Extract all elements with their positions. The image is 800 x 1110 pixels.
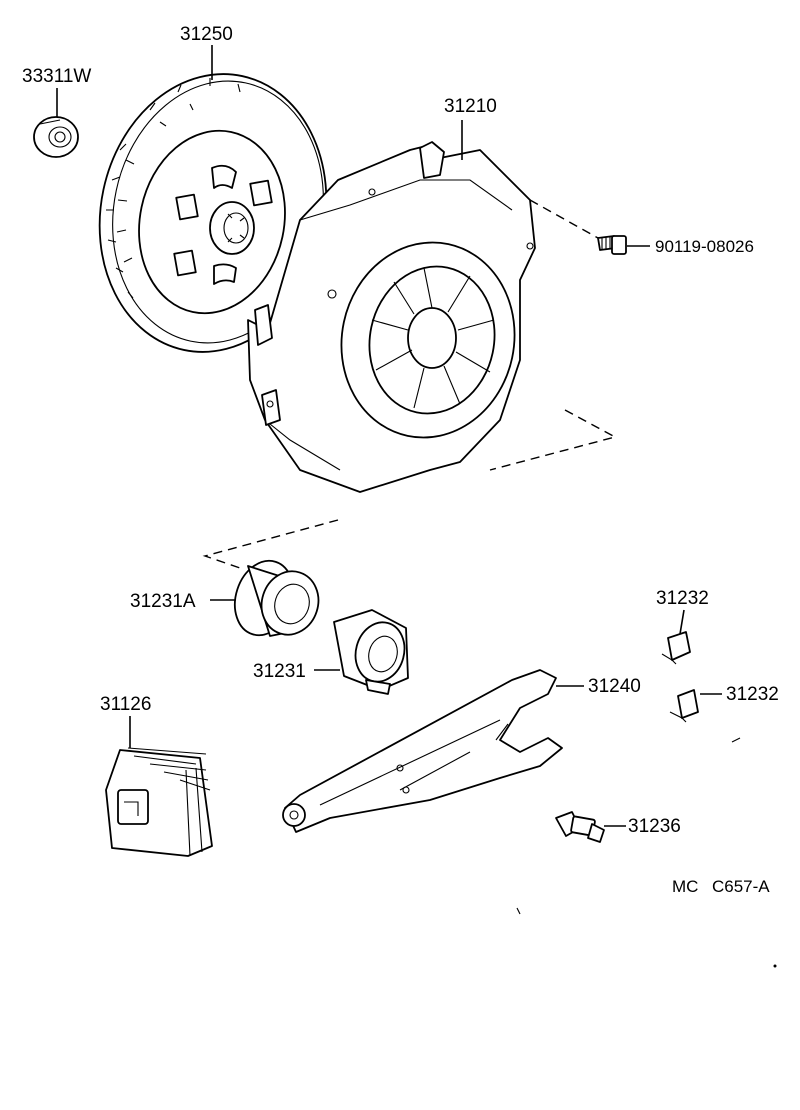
label-31231A: 31231A xyxy=(130,591,196,612)
diagram-code-left: MC xyxy=(672,877,698,896)
part-31232-clip-lower xyxy=(669,689,699,723)
part-31231-bearing-hub xyxy=(333,609,409,695)
label-31210: 31210 xyxy=(444,96,497,117)
dashed-line-bearing-to-cover xyxy=(202,519,339,569)
part-31210-clutch-cover xyxy=(247,141,536,493)
part-31232-clip-upper xyxy=(661,631,691,665)
label-31231: 31231 xyxy=(253,661,306,682)
part-31231A-release-bearing xyxy=(233,559,320,637)
speck xyxy=(773,964,777,968)
label-31126: 31126 xyxy=(100,694,151,715)
speck-line-2 xyxy=(731,737,741,743)
part-90119-08026-bolt xyxy=(597,235,627,255)
label-90119-08026: 90119-08026 xyxy=(655,237,754,256)
part-33311W-pilot-bearing xyxy=(33,116,79,158)
label-33311W: 33311W xyxy=(22,66,91,87)
label-31236: 31236 xyxy=(628,816,681,837)
part-31240-release-fork xyxy=(282,669,563,833)
part-31126-release-fork-boot xyxy=(105,747,213,857)
label-31250: 31250 xyxy=(180,24,233,45)
label-31240: 31240 xyxy=(588,676,641,697)
dashed-line-bolt-to-cover xyxy=(529,199,599,239)
part-31250-clutch-disc xyxy=(98,73,328,353)
diagram-code-right: C657-A xyxy=(712,877,770,896)
speck-line xyxy=(516,907,521,915)
dashed-line-cover-to-bearing xyxy=(489,409,617,471)
label-31232-upper: 31232 xyxy=(656,588,709,609)
leader-31232-upper xyxy=(679,609,685,635)
label-31232-lower: 31232 xyxy=(726,684,779,705)
part-31236-pivot-stud xyxy=(555,811,605,843)
